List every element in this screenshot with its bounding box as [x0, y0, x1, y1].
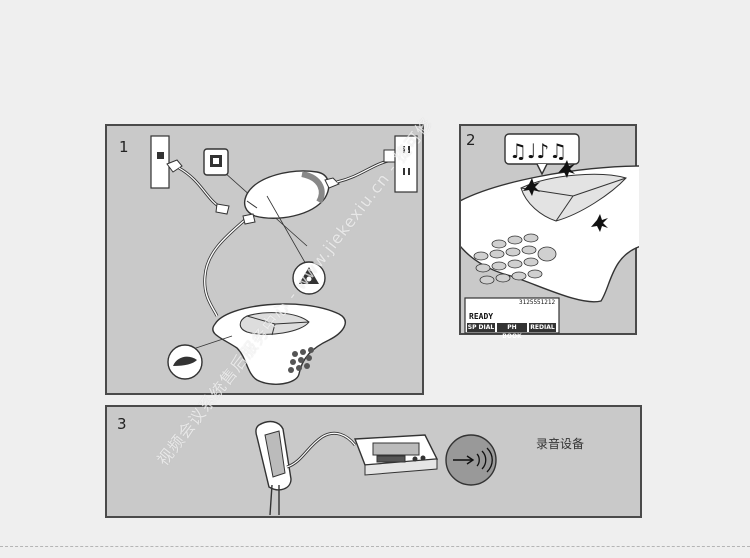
audio-out-icon — [445, 434, 497, 486]
phone-side-connector — [255, 420, 292, 516]
power-module — [243, 170, 330, 219]
conference-phone — [212, 303, 346, 385]
phone-jack-icon — [203, 148, 229, 176]
panel-1-connections: 1 — [105, 124, 424, 395]
footer-divider — [0, 546, 750, 547]
softkey-ph-book[interactable]: PH BOOK — [497, 323, 527, 340]
panel-2-test-call: 2 ♫♩♪♫ 3125551212 READY SP — [459, 124, 639, 340]
panel-2-illustration: ♫♩♪♫ — [461, 133, 639, 334]
softkey-sp-dial[interactable]: SP DIAL — [467, 323, 495, 332]
panel-3-number: 3 — [117, 415, 127, 433]
power-outlet-icon — [394, 135, 418, 193]
panel-3-illustration — [255, 420, 497, 516]
lcd-status: READY — [469, 312, 494, 321]
keypad — [473, 233, 557, 285]
mic-extension-icon — [167, 344, 203, 380]
softkey-redial[interactable]: REDIAL — [529, 323, 556, 332]
lcd-number: 3125551212 — [519, 299, 556, 306]
panel-2-number: 2 — [466, 131, 476, 149]
triangle-speaker-icon — [292, 261, 326, 295]
panel-1-illustration — [150, 135, 418, 385]
music-notes-icon: ♫♩♪♫ — [504, 133, 580, 176]
svg-text:♫♩♪♫: ♫♩♪♫ — [509, 139, 567, 163]
panel-3-recording: 3 录音设备 — [105, 405, 642, 518]
led-lights — [523, 160, 608, 232]
recording-device-caption: 录音设备 — [536, 437, 585, 451]
panel-1-number: 1 — [119, 138, 129, 156]
wall-phone-jack-icon — [150, 135, 170, 189]
recording-device — [354, 434, 439, 476]
